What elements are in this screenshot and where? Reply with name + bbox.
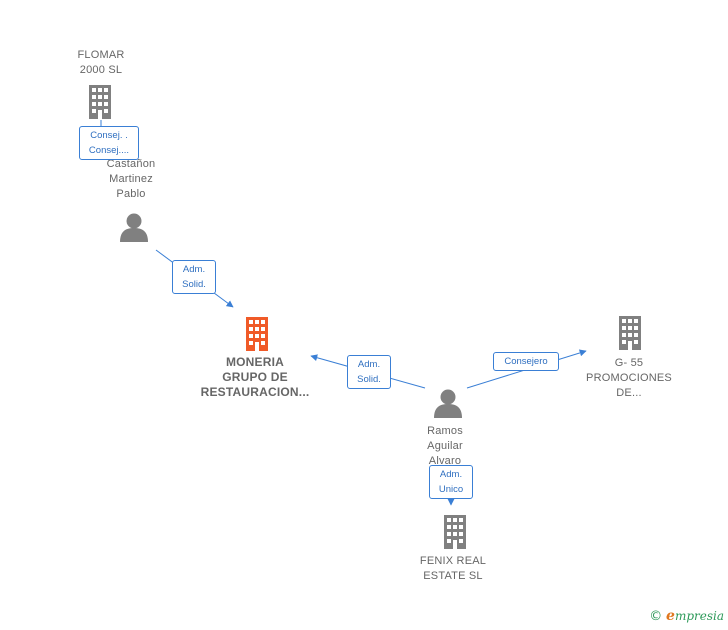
node-label-flomar[interactable]: FLOMAR 2000 SL: [56, 48, 146, 78]
node-label-line: Martinez: [109, 173, 153, 185]
edge-label-flomar-castanon[interactable]: Consej. . Consej....: [79, 126, 139, 160]
node-label-line: PROMOCIONES: [586, 372, 672, 384]
edge-label-ramos-fenix[interactable]: Adm. Unico: [429, 465, 473, 499]
node-label-castanon[interactable]: Castañon Martinez Pablo: [86, 157, 176, 202]
node-label-line: Alvaro: [428, 455, 462, 467]
node-label-g55[interactable]: G- 55 PROMOCIONES DE...: [578, 356, 680, 401]
edge-label-line: Adm.: [357, 359, 381, 370]
person-icon: [434, 389, 462, 418]
edge-label-line: Solid.: [357, 374, 381, 385]
node-label-line: FENIX REAL: [419, 555, 487, 567]
brand-initial: e: [666, 608, 675, 624]
edge-label-ramos-moneria[interactable]: Adm. Solid.: [347, 355, 391, 389]
node-label-moneria[interactable]: MONERIA GRUPO DE RESTAURACION...: [190, 355, 320, 400]
node-label-line: FLOMAR: [77, 49, 125, 61]
copyright-symbol: ©: [649, 609, 663, 624]
node-label-fenix[interactable]: FENIX REAL ESTATE SL: [403, 554, 503, 584]
edge-label-line: Unico: [438, 484, 464, 495]
edge-label-castanon-moneria[interactable]: Adm. Solid.: [172, 260, 216, 294]
person-icon: [120, 213, 148, 242]
building-icon: [246, 317, 268, 351]
node-label-line: RESTAURACION...: [200, 385, 310, 399]
building-icon: [619, 316, 641, 350]
node-label-line: GRUPO DE: [222, 370, 288, 384]
node-label-line: Ramos: [427, 425, 463, 437]
node-label-line: MONERIA: [225, 355, 285, 369]
node-label-line: Castañon: [106, 158, 156, 170]
edge-label-line: Solid.: [182, 279, 206, 290]
edge-label-ramos-g55[interactable]: Consejero: [493, 352, 559, 371]
brand-name: mpresia: [674, 609, 724, 623]
building-icon: [89, 85, 111, 119]
edge-label-line: Consej....: [88, 145, 130, 156]
node-label-line: Pablo: [116, 188, 146, 200]
node-label-line: Aguilar: [427, 440, 463, 452]
building-icon: [444, 515, 466, 549]
edge-label-line: Consejero: [504, 356, 548, 367]
node-label-line: G- 55: [614, 357, 644, 369]
edge-label-line: Adm.: [182, 264, 206, 275]
node-label-line: ESTATE SL: [423, 570, 483, 582]
edge-label-line: Adm.: [439, 469, 463, 480]
brand-logo[interactable]: © empresia: [649, 608, 724, 624]
node-label-ramos[interactable]: Ramos Aguilar Alvaro: [400, 424, 490, 469]
node-label-line: 2000 SL: [79, 64, 123, 76]
node-label-line: DE...: [616, 387, 642, 399]
edge-label-line: Consej. .: [90, 130, 128, 141]
